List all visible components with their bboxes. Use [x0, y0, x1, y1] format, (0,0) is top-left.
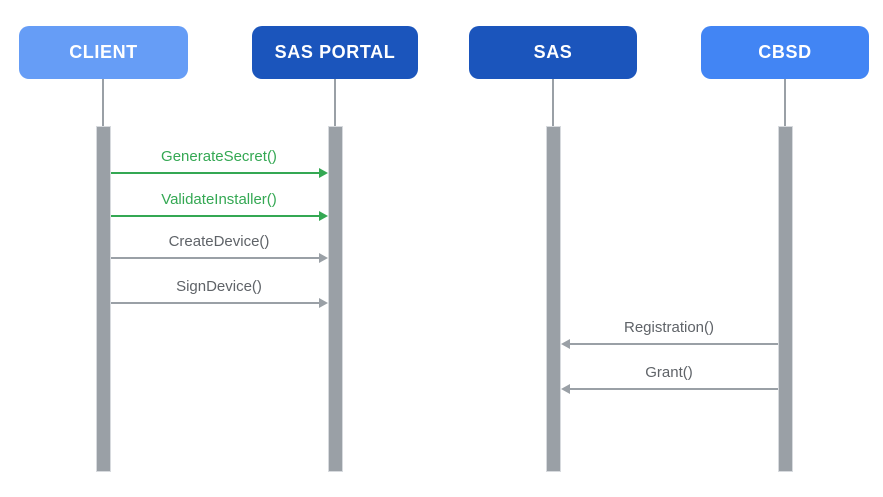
- message-registration: Registration(): [560, 315, 778, 349]
- message-create-device: CreateDevice(): [110, 229, 328, 263]
- message-label-sign-device: SignDevice(): [176, 278, 262, 295]
- message-validate-installer: ValidateInstaller(): [110, 187, 328, 221]
- actor-box-sas: SAS: [469, 26, 637, 79]
- message-line: [110, 172, 320, 174]
- message-grant: Grant(): [560, 360, 778, 394]
- message-generate-secret: GenerateSecret(): [110, 144, 328, 178]
- actor-box-cbsd: CBSD: [701, 26, 869, 79]
- arrow-left-icon: [560, 339, 570, 349]
- activation-bar-client: [95, 126, 111, 472]
- message-line: [568, 343, 778, 345]
- message-line: [110, 302, 320, 304]
- actor-label-sas-portal: SAS PORTAL: [274, 42, 396, 62]
- arrow-right-icon: [318, 168, 328, 178]
- lifeline-client: [102, 79, 104, 127]
- message-label-grant: Grant(): [645, 364, 693, 381]
- activation-bar-cbsd: [777, 126, 793, 472]
- arrow-right-icon: [318, 298, 328, 308]
- lifeline-cbsd: [784, 79, 786, 127]
- actor-label-cbsd: CBSD: [758, 42, 812, 62]
- activation-bar-sas-portal: [327, 126, 343, 472]
- message-sign-device: SignDevice(): [110, 274, 328, 308]
- message-line: [568, 388, 778, 390]
- message-label-generate-secret: GenerateSecret(): [161, 148, 277, 165]
- actor-box-sas-portal: SAS PORTAL: [252, 26, 418, 79]
- actor-label-sas: SAS: [533, 42, 573, 62]
- actor-box-client: CLIENT: [19, 26, 188, 79]
- message-label-create-device: CreateDevice(): [168, 233, 270, 250]
- arrow-right-icon: [318, 253, 328, 263]
- message-label-validate-installer: ValidateInstaller(): [161, 191, 277, 208]
- arrow-left-icon: [560, 384, 570, 394]
- message-label-registration: Registration(): [623, 319, 715, 336]
- lifeline-sas-portal: [334, 79, 336, 127]
- activation-bar-sas: [545, 126, 561, 472]
- actor-label-client: CLIENT: [69, 42, 138, 62]
- message-line: [110, 257, 320, 259]
- message-line: [110, 215, 320, 217]
- lifeline-sas: [552, 79, 554, 127]
- arrow-right-icon: [318, 211, 328, 221]
